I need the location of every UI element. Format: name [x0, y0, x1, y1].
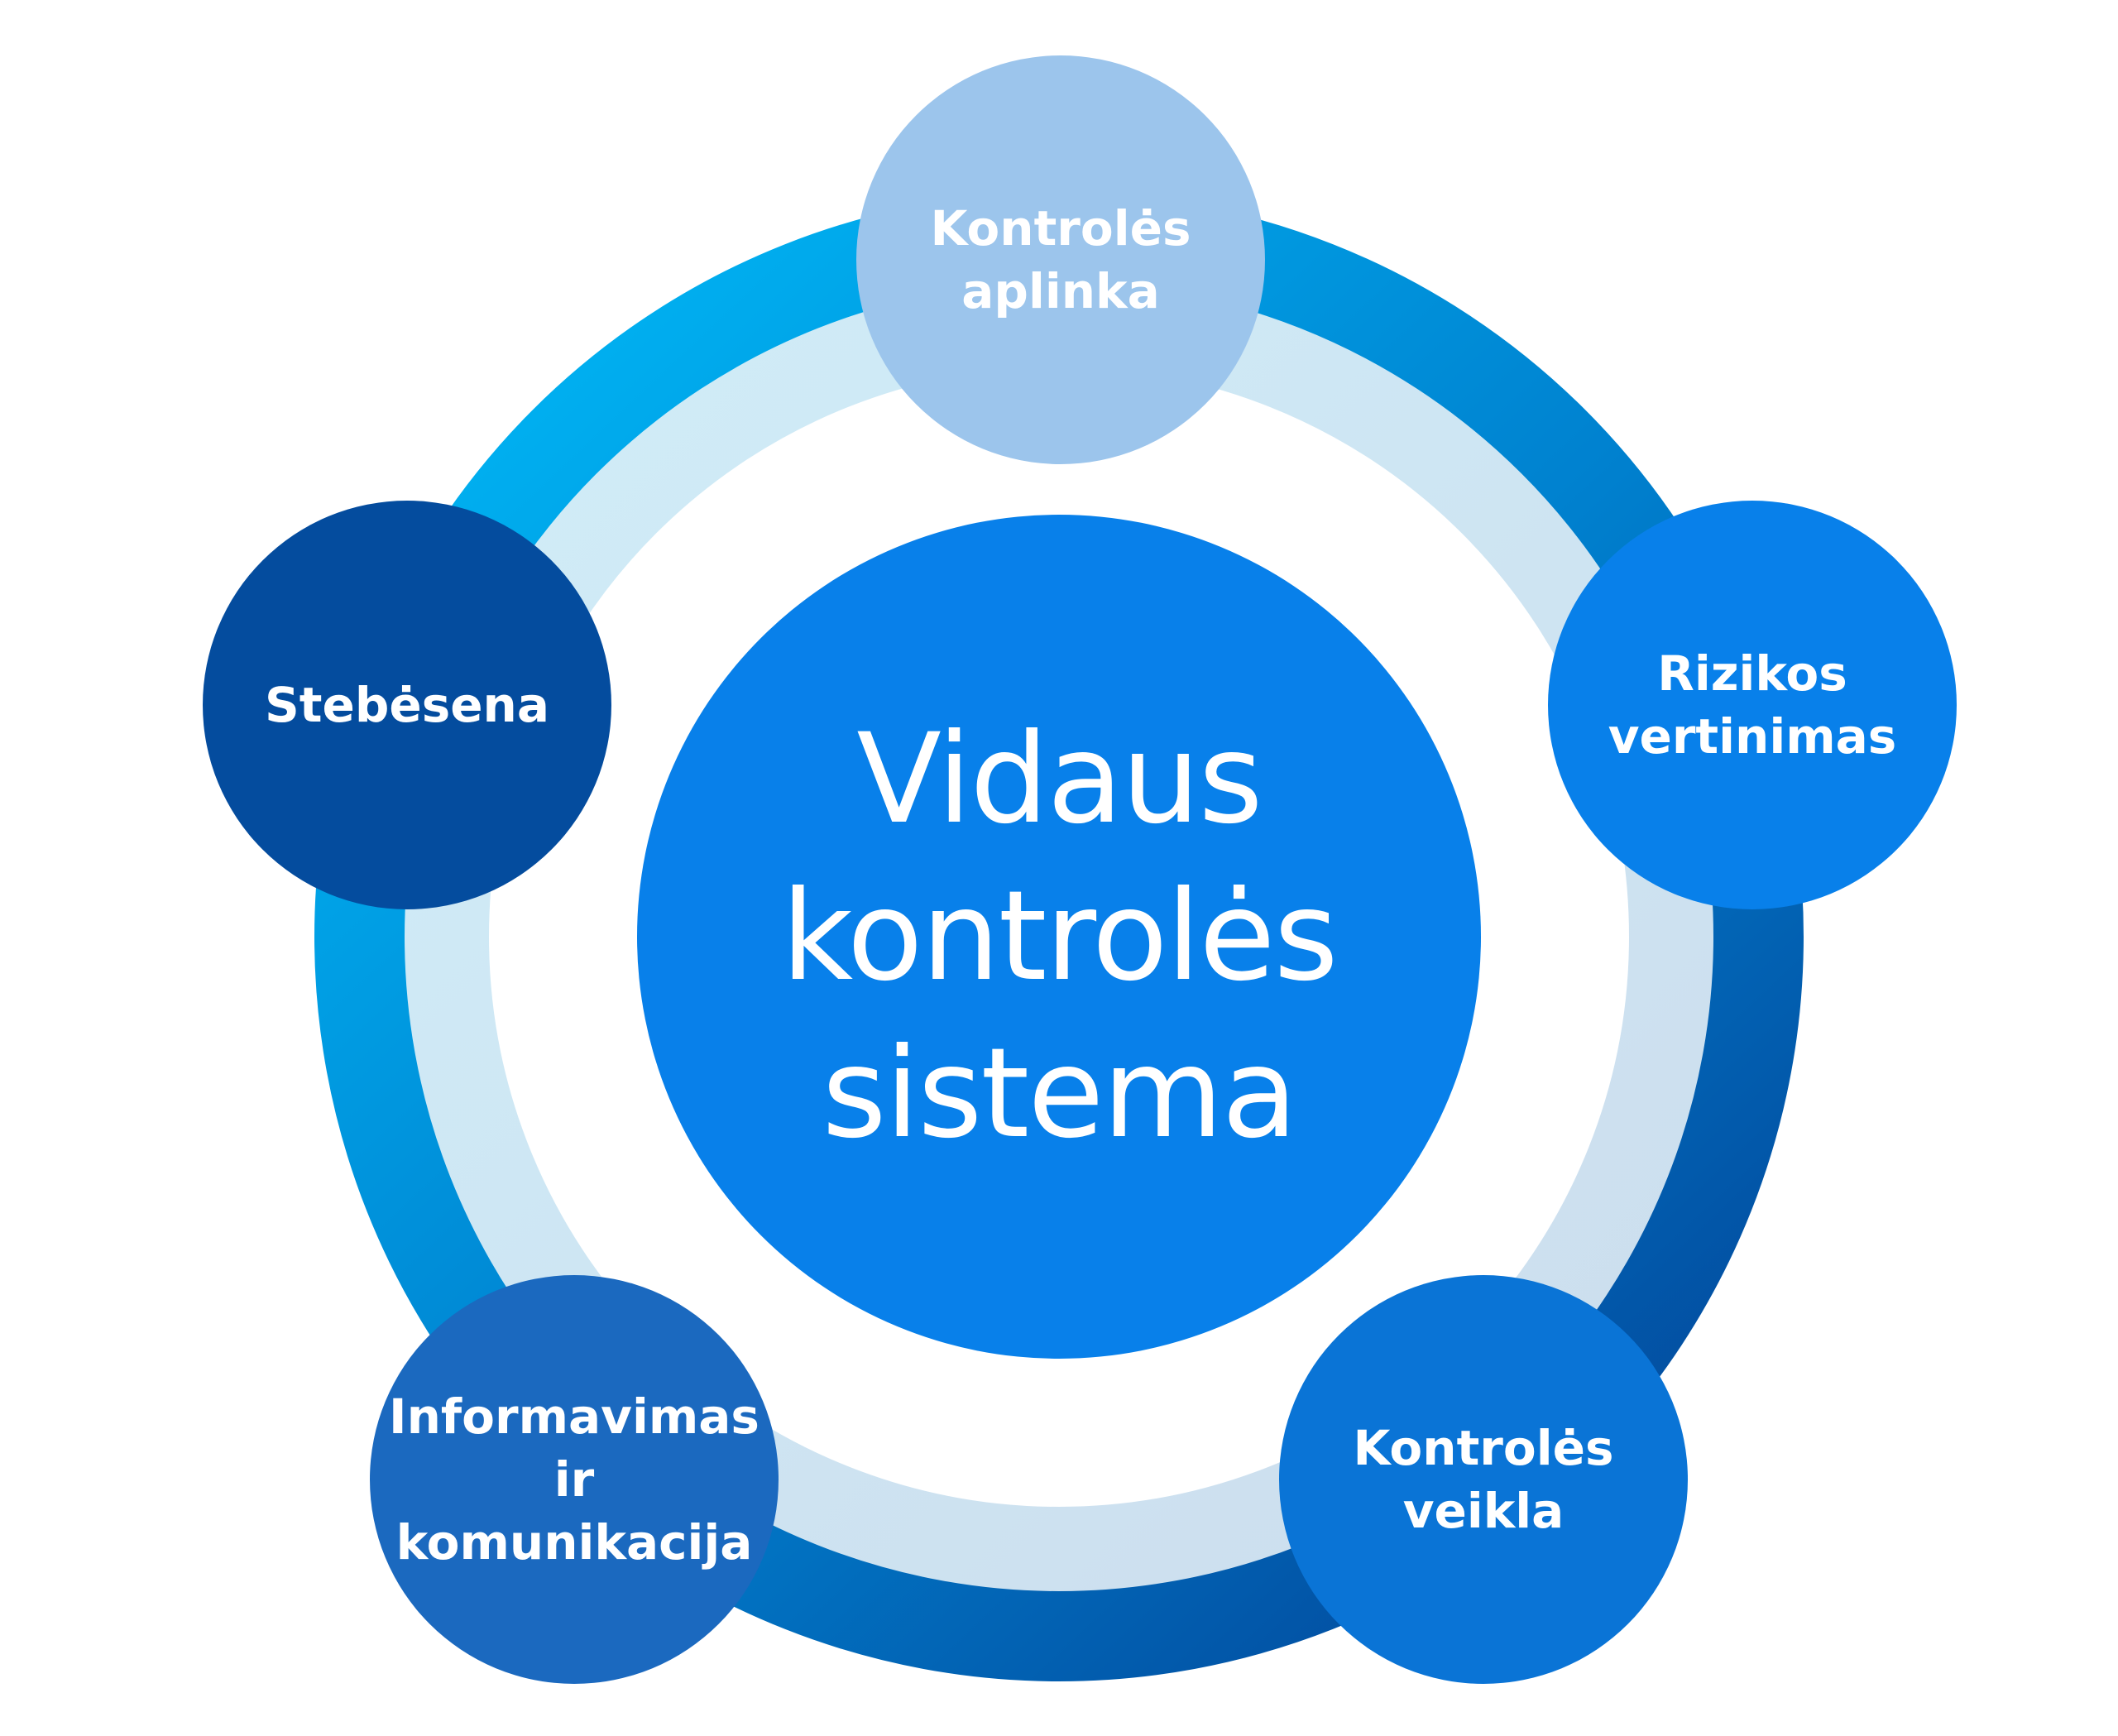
node-circle-kontroles-aplinka	[856, 55, 1265, 464]
node-label-line: Stebėsena	[265, 677, 549, 733]
node-label-line: komunikacija	[395, 1514, 753, 1571]
node-label-line: vertinimas	[1608, 708, 1897, 765]
center-title-line: sistema	[822, 1022, 1297, 1166]
node-circle-informavimas-ir-komunikacija	[370, 1275, 779, 1684]
node-label-line: ir	[553, 1451, 595, 1508]
node-label-informavimas-ir-komunikacija: Informavimas ir komunikacija	[370, 1275, 779, 1684]
node-label-stebesena: Stebėsena	[203, 501, 611, 909]
node-label-line: Informavimas	[389, 1388, 760, 1445]
node-label-line: aplinka	[961, 263, 1160, 319]
node-label-line: Kontrolės	[930, 200, 1191, 257]
center-title-line: Vidaus	[856, 707, 1263, 851]
node-label-line: veikla	[1402, 1483, 1565, 1539]
node-label-kontroles-aplinka: Kontrolės aplinka	[856, 55, 1265, 464]
node-circle-rizikos-vertinimas	[1548, 501, 1957, 909]
node-label-line: Kontrolės	[1353, 1420, 1614, 1476]
center-circle	[637, 515, 1481, 1359]
center-title-line: kontrolės	[781, 865, 1338, 1009]
node-label-rizikos-vertinimas: Rizikos vertinimas	[1548, 501, 1957, 909]
node-label-line: Rizikos	[1657, 645, 1847, 702]
node-circle-stebesena	[203, 501, 611, 909]
node-label-kontroles-veikla: Kontrolės veikla	[1279, 1275, 1688, 1684]
node-circle-kontroles-veikla	[1279, 1275, 1688, 1684]
